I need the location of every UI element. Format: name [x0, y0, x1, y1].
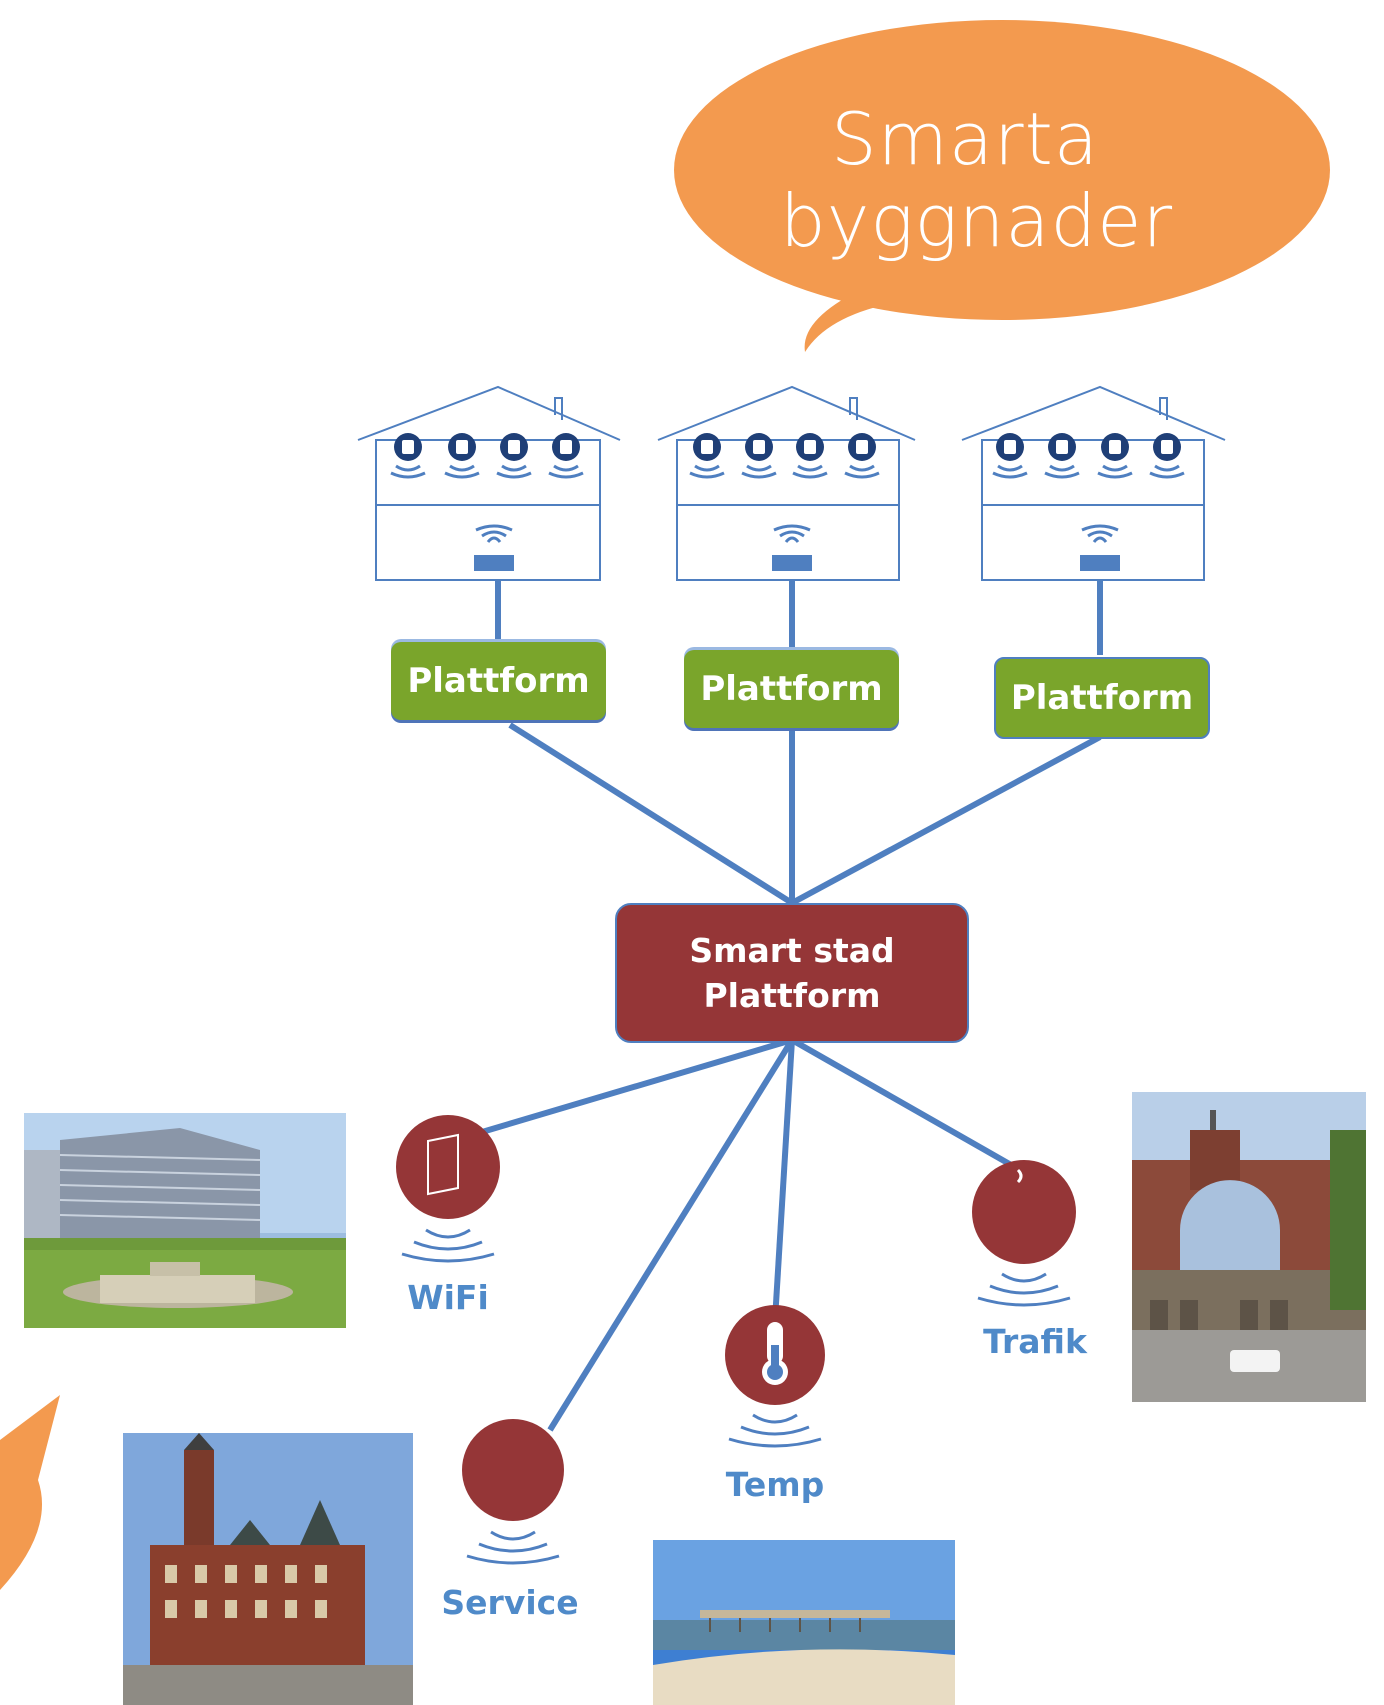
- sensor-wave: [989, 1284, 1059, 1295]
- router-wifi-wave: [779, 530, 805, 538]
- house-2: [657, 385, 916, 581]
- thermometer-icon-glyph: [1109, 440, 1121, 454]
- bubble-text: Smarta byggnader: [780, 97, 1174, 263]
- device-wave: [997, 464, 1023, 472]
- partial-bubble-left: [0, 1395, 60, 1590]
- device-wave: [694, 464, 720, 472]
- sensor-wave: [977, 1296, 1071, 1307]
- sensor-service-node: [462, 1419, 564, 1521]
- device-wave: [395, 464, 421, 472]
- photo-town-hall: [123, 1433, 413, 1705]
- hub-line-2: Plattform: [703, 976, 881, 1015]
- music-icon-glyph: [402, 440, 414, 454]
- sensor-wave: [425, 1228, 471, 1239]
- signal-waves: [401, 1228, 1071, 1565]
- photo-castle-tower: [1132, 1092, 1366, 1402]
- device-wave: [1097, 471, 1133, 479]
- device-wave: [792, 471, 828, 479]
- house-device-icons: [390, 433, 1185, 543]
- device-wave: [444, 471, 480, 479]
- bubble-line-1: Smarta: [831, 97, 1099, 181]
- washer-icon-glyph: [456, 440, 468, 454]
- house-3: [961, 385, 1226, 581]
- music-icon-glyph: [1004, 440, 1016, 454]
- router-wifi-wave: [486, 536, 502, 543]
- device-wave: [844, 471, 880, 479]
- hub-line-1: Smart stad: [689, 931, 895, 970]
- platform-connectors: [495, 580, 1103, 906]
- sensor-label-service: Service: [441, 1583, 579, 1622]
- router-wifi-wave: [481, 530, 507, 538]
- thermometer-icon-glyph: [804, 440, 816, 454]
- sensor-wave: [752, 1413, 798, 1424]
- thermometer-icon: [762, 1322, 788, 1385]
- sensor-wave: [740, 1425, 810, 1436]
- device-wave: [849, 464, 875, 472]
- platform-box-1: Plattform: [391, 642, 606, 720]
- sensor-wave: [728, 1437, 822, 1448]
- device-wave: [553, 464, 579, 472]
- device-wave: [390, 471, 426, 479]
- house-1: [357, 385, 621, 581]
- sensor-label-wifi: WiFi: [407, 1278, 489, 1317]
- smart-city-platform: Smart stad Plattform: [615, 903, 969, 1043]
- device-wave: [1154, 464, 1180, 472]
- fire-icon-glyph: [1161, 440, 1173, 454]
- sensor-label-trafik: Trafik: [983, 1322, 1087, 1361]
- router-wifi-wave: [1092, 536, 1108, 543]
- device-wave: [992, 471, 1028, 479]
- thermometer-icon-glyph: [508, 440, 520, 454]
- router-wifi-wave: [1081, 524, 1119, 532]
- device-wave: [746, 464, 772, 472]
- router-wifi-wave: [475, 524, 513, 532]
- washer-icon-glyph: [753, 440, 765, 454]
- sensor-connectors: [481, 1037, 1022, 1432]
- device-wave: [1102, 464, 1128, 472]
- device-wave: [449, 464, 475, 472]
- photo-beach-pier: [653, 1540, 955, 1705]
- washer-icon-glyph: [1056, 440, 1068, 454]
- device-wave: [689, 471, 725, 479]
- device-wave: [548, 471, 584, 479]
- fire-icon-glyph: [560, 440, 572, 454]
- sensor-wifi-node: [396, 1115, 500, 1219]
- device-wave: [741, 471, 777, 479]
- traffic-icon: [1016, 1168, 1023, 1184]
- router-wifi-wave: [1087, 530, 1113, 538]
- music-icon-glyph: [701, 440, 713, 454]
- sensor-wave: [413, 1240, 483, 1251]
- sensor-temp-node: [725, 1305, 825, 1405]
- device-wave: [1149, 471, 1185, 479]
- bubble-line-2: byggnader: [780, 179, 1174, 263]
- sensor-label-temp: Temp: [725, 1465, 825, 1504]
- sensor-wave: [478, 1542, 548, 1553]
- sensor-trafik-node: [972, 1160, 1076, 1264]
- platform-box-3: Plattform: [994, 657, 1210, 739]
- device-wave: [501, 464, 527, 472]
- sensor-wave: [401, 1252, 495, 1263]
- platform-box-2: Plattform: [684, 650, 899, 728]
- sensor-wave: [1001, 1272, 1047, 1283]
- speech-bubble: [674, 20, 1330, 352]
- device-wave: [797, 464, 823, 472]
- door-icon: [427, 1133, 459, 1196]
- sensor-wave: [466, 1554, 560, 1565]
- router-wifi-wave: [784, 536, 800, 543]
- device-wave: [1049, 464, 1075, 472]
- router-wifi-wave: [773, 524, 811, 532]
- sensor-wave: [490, 1530, 536, 1541]
- fire-icon-glyph: [856, 440, 868, 454]
- photo-modern-buildings-park: [24, 1113, 346, 1328]
- device-wave: [496, 471, 532, 479]
- device-wave: [1044, 471, 1080, 479]
